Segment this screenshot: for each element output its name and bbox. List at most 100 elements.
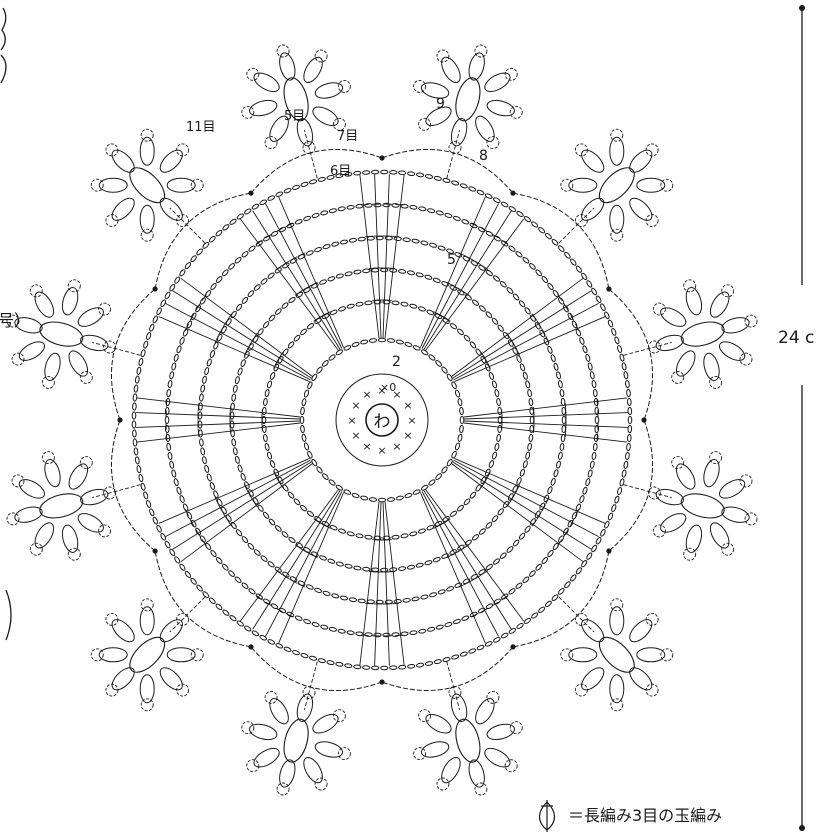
chain-stitch bbox=[403, 237, 411, 242]
chain-stitch bbox=[329, 627, 337, 632]
puff-petal bbox=[626, 146, 656, 176]
chain-stitch bbox=[558, 587, 566, 595]
single-crochet-mark: × bbox=[392, 440, 401, 453]
picot-loop bbox=[141, 129, 153, 141]
chain-stitch bbox=[627, 398, 631, 405]
chain-stitch bbox=[499, 552, 507, 559]
chain-stitch bbox=[208, 235, 216, 243]
chain-stitch bbox=[336, 662, 344, 667]
chain-stitch bbox=[354, 171, 362, 175]
chain-stitch bbox=[628, 416, 632, 423]
chain-stitch bbox=[349, 238, 357, 243]
chain-stitch bbox=[553, 363, 559, 371]
chain-stitch bbox=[547, 283, 554, 291]
chain-stitch bbox=[485, 311, 493, 319]
chain-stitch bbox=[166, 443, 170, 451]
chain-stitch bbox=[545, 232, 553, 239]
stitch-crossbar bbox=[166, 433, 167, 441]
chain-stitch bbox=[617, 345, 623, 353]
chain-stitch bbox=[413, 345, 421, 351]
chain-stitch bbox=[586, 552, 593, 560]
single-crochet-mark: × bbox=[377, 444, 386, 457]
chain-stitch bbox=[267, 639, 275, 645]
chain-stitch bbox=[444, 213, 452, 219]
puff-petal bbox=[156, 146, 186, 176]
puff-petal bbox=[31, 520, 57, 551]
chain-stitch bbox=[146, 332, 152, 340]
chain-stitch bbox=[372, 170, 379, 174]
chain-stitch bbox=[506, 287, 514, 295]
double-crochet-stitch bbox=[279, 197, 344, 348]
chain-stitch bbox=[228, 263, 236, 271]
dimension-label: 24 c bbox=[778, 328, 814, 348]
chain-stitch bbox=[209, 482, 215, 490]
chain-stitch bbox=[412, 596, 420, 601]
chain-stitch bbox=[309, 179, 317, 184]
chain-stitch bbox=[241, 536, 248, 544]
chain-stitch bbox=[451, 180, 459, 186]
chain-stitch bbox=[265, 443, 270, 451]
chain-stitch bbox=[531, 612, 539, 619]
picot-loop bbox=[277, 783, 289, 795]
chain-stitch bbox=[149, 508, 155, 516]
stitch-crossbar bbox=[361, 635, 369, 636]
chain-stitch bbox=[253, 284, 261, 292]
chain-stitch bbox=[360, 495, 368, 500]
picot-loop bbox=[437, 50, 449, 62]
chain-stitch bbox=[485, 269, 493, 276]
puff-petal bbox=[716, 338, 747, 364]
picot-loop bbox=[740, 353, 752, 365]
chain-stitch bbox=[492, 380, 498, 388]
dimension-indicator: 24 c bbox=[778, 5, 814, 831]
chain-stitch bbox=[416, 563, 424, 568]
stitch-crossbar bbox=[365, 603, 373, 604]
chain-stitch bbox=[501, 201, 509, 208]
slip-stitch-dot bbox=[606, 286, 611, 291]
picot-loop bbox=[561, 649, 573, 661]
chain-stitch bbox=[385, 600, 392, 604]
picot-loop bbox=[437, 778, 449, 790]
chain-stitch bbox=[492, 452, 498, 460]
chain-stitch bbox=[441, 366, 448, 374]
label-11-stitches: 11目 bbox=[186, 120, 216, 135]
chain-stitch bbox=[425, 661, 433, 666]
puff-petal bbox=[438, 754, 464, 785]
stitch-crossbar bbox=[387, 268, 395, 269]
chain-stitch bbox=[604, 311, 610, 319]
picot-loop bbox=[68, 280, 80, 292]
chain-stitch bbox=[260, 278, 268, 285]
chain-stitch bbox=[311, 459, 318, 467]
hook-size-label: 号） bbox=[0, 311, 30, 330]
chain-stitch bbox=[516, 211, 524, 218]
chain-stitch bbox=[424, 560, 432, 566]
double-crochet-stitch bbox=[265, 203, 342, 348]
chain-stitch bbox=[560, 443, 565, 451]
chain-stitch bbox=[330, 309, 338, 315]
chain-stitch bbox=[592, 452, 597, 460]
puff-petal bbox=[266, 696, 292, 727]
chain-stitch bbox=[138, 474, 143, 482]
chain-stitch bbox=[281, 531, 289, 538]
chain-stitch bbox=[369, 338, 377, 342]
chain-stitch bbox=[387, 497, 395, 501]
chain-stitch bbox=[394, 237, 401, 241]
slip-stitch-dot bbox=[153, 548, 158, 553]
chain-stitch bbox=[152, 517, 158, 525]
chain-stitch bbox=[420, 240, 428, 245]
row-label-5: 5 bbox=[447, 252, 456, 268]
chain-stitch bbox=[156, 525, 162, 533]
picot-loop bbox=[611, 229, 623, 241]
chain-stitch bbox=[240, 359, 246, 367]
chain-stitch bbox=[301, 653, 309, 659]
chain-stitch bbox=[237, 465, 243, 473]
puff-petal bbox=[75, 510, 106, 536]
chain-stitch bbox=[436, 624, 444, 629]
chain-stitch bbox=[530, 416, 534, 423]
chain-stitch bbox=[455, 390, 461, 398]
chain-stitch bbox=[199, 394, 203, 402]
picot-loop bbox=[315, 778, 327, 790]
puff-petal bbox=[75, 304, 106, 330]
motif-stem bbox=[92, 485, 140, 498]
picot-loop bbox=[141, 699, 153, 711]
chain-stitch bbox=[525, 452, 530, 460]
